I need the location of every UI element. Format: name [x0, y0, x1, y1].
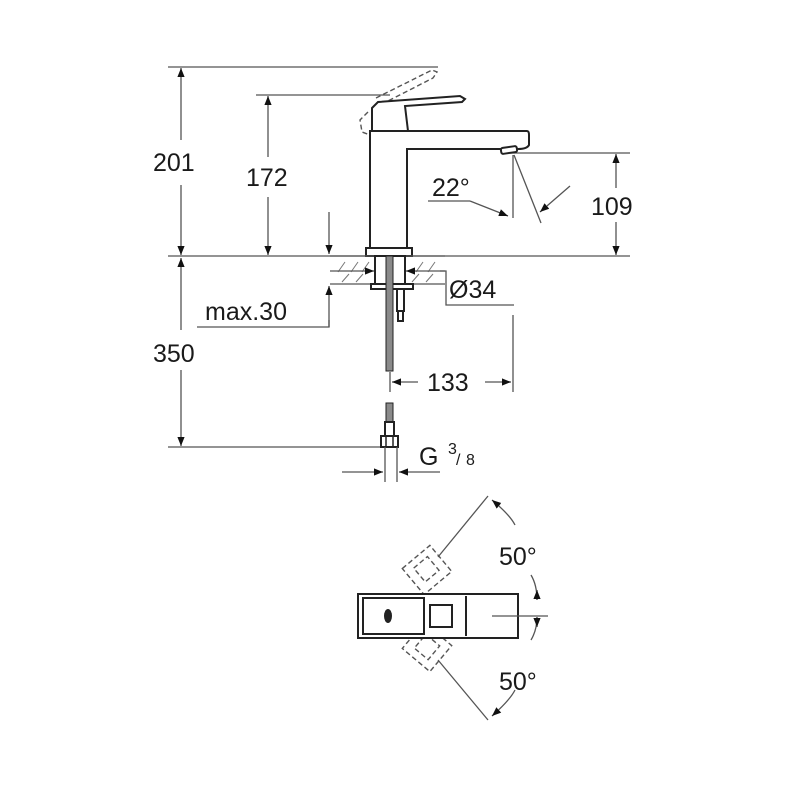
dimension-d34: Ø34 [330, 267, 514, 306]
dim-50-upper-label: 50° [499, 543, 537, 571]
dim-d34-label: Ø34 [449, 276, 496, 304]
dim-172-label: 172 [246, 164, 288, 192]
dim-109-label: 109 [591, 193, 633, 221]
dimension-g38: G 3 / 8 [342, 441, 475, 476]
dim-201-label: 201 [153, 149, 195, 177]
dimension-133: 133 [389, 315, 514, 397]
dimension-22-deg: 22° [428, 154, 571, 224]
dimension-172: 172 [246, 96, 288, 255]
dim-50-lower-label: 50° [499, 668, 537, 696]
dim-g-num: 3 [448, 441, 457, 458]
dimension-max30: max.30 [197, 212, 333, 328]
dim-350-label: 350 [153, 340, 195, 368]
dim-g-label: G [419, 443, 438, 471]
deck-section [330, 255, 445, 482]
dimension-350: 350 [153, 258, 195, 446]
dim-g-den: 8 [466, 452, 475, 469]
dim-g-slash: / [456, 452, 461, 469]
faucet-side-view [359, 69, 530, 257]
dim-max30-label: max.30 [205, 298, 287, 326]
dim-133-label: 133 [427, 369, 469, 397]
dimension-109: 109 [591, 154, 633, 255]
faucet-top-view [357, 495, 548, 721]
dimension-201: 201 [153, 68, 195, 255]
dim-22-label: 22° [432, 174, 470, 202]
